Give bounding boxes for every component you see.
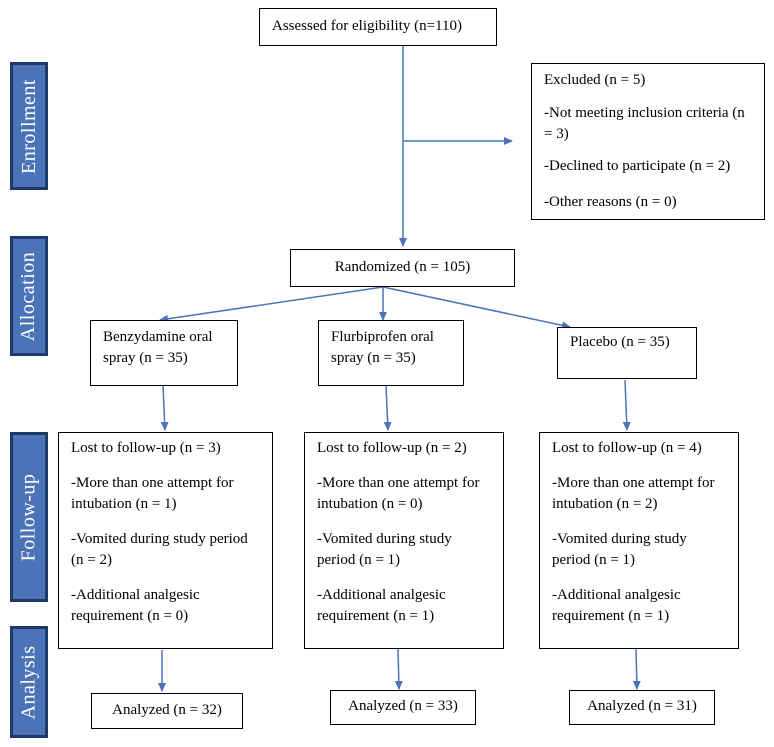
assessed-text: Assessed for eligibility (n=110) [272,18,462,34]
analyzed-box-2: Analyzed (n = 33) [330,690,476,725]
followup-reason2-2: -Vomited during study period (n = 1) [317,531,452,568]
assessed-box: Assessed for eligibility (n=110) [259,8,497,46]
arrow-followup2-to-analyzed [394,648,403,690]
followup-box-3: Lost to follow-up (n = 4) -More than one… [539,432,739,649]
group-name-3: Placebo (n = 35) [570,334,670,350]
stage-allocation-label: Allocation [17,251,40,341]
followup-reason3-1: -Additional analgesic requirement (n = 0… [71,587,200,624]
followup-lost-2: Lost to follow-up (n = 2) [317,440,467,456]
randomized-text: Randomized (n = 105) [334,259,471,275]
group-name-2: Flurbiprofen oral spray (n = 35) [331,329,434,366]
stage-enrollment: Enrollment [10,62,48,190]
followup-reason3-3: -Additional analgesic requirement (n = 1… [552,587,681,624]
stage-analysis: Analysis [10,626,48,738]
group-name-1: Benzydamine oral spray (n = 35) [103,329,213,366]
excluded-reason-1: -Not meeting inclusion criteria (n = 3) [544,105,745,142]
group-box-3: Placebo (n = 35) [557,327,697,379]
randomized-box: Randomized (n = 105) [290,249,515,287]
analyzed-text-3: Analyzed (n = 31) [587,698,697,714]
followup-box-2: Lost to follow-up (n = 2) -More than one… [304,432,504,649]
group-box-1: Benzydamine oral spray (n = 35) [90,320,238,386]
excluded-reason-3: -Other reasons (n = 0) [544,194,677,210]
stage-enrollment-label: Enrollment [17,78,40,174]
excluded-box: Excluded (n = 5) -Not meeting inclusion … [531,63,765,220]
stage-analysis-label: Analysis [17,645,40,719]
followup-reason1-1: -More than one attempt for intubation (n… [71,475,234,512]
stage-allocation: Allocation [10,236,48,356]
analyzed-text-1: Analyzed (n = 32) [112,702,222,718]
followup-box-1: Lost to follow-up (n = 3) -More than one… [58,432,273,649]
arrow-rand-to-group3 [382,286,571,330]
analyzed-box-3: Analyzed (n = 31) [569,690,715,725]
arrow-group3-to-followup [622,379,631,431]
arrow-group2-to-followup [383,385,392,431]
stage-follow-up-label: Follow-up [17,473,40,561]
arrow-rand-to-group1 [159,286,384,323]
analyzed-text-2: Analyzed (n = 33) [348,698,458,714]
excluded-reason-2: -Declined to participate (n = 2) [544,158,731,174]
arrow-followup3-to-analyzed [632,648,641,690]
analyzed-box-1: Analyzed (n = 32) [91,693,243,729]
followup-lost-1: Lost to follow-up (n = 3) [71,440,221,456]
followup-reason3-2: -Additional analgesic requirement (n = 1… [317,587,446,624]
followup-reason1-2: -More than one attempt for intubation (n… [317,475,480,512]
followup-reason2-1: -Vomited during study period (n = 2) [71,531,248,568]
stage-follow-up: Follow-up [10,432,48,602]
followup-lost-3: Lost to follow-up (n = 4) [552,440,702,456]
excluded-title: Excluded (n = 5) [544,72,646,88]
followup-reason1-3: -More than one attempt for intubation (n… [552,475,715,512]
group-box-2: Flurbiprofen oral spray (n = 35) [318,320,464,386]
arrow-group1-to-followup [160,385,169,431]
followup-reason2-3: -Vomited during study period (n = 1) [552,531,687,568]
